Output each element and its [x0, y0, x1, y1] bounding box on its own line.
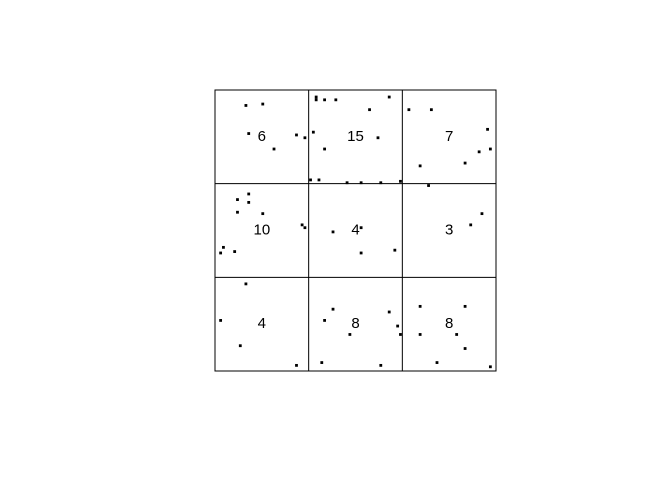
data-point — [418, 333, 422, 336]
data-point — [396, 324, 400, 328]
data-point — [236, 198, 239, 201]
data-point — [233, 250, 237, 253]
data-point — [427, 184, 430, 187]
data-point — [387, 95, 391, 99]
data-point — [379, 363, 383, 367]
data-point — [303, 136, 307, 140]
count-label: 15 — [347, 128, 364, 145]
data-point — [247, 132, 251, 135]
data-point — [418, 164, 422, 168]
data-point — [345, 181, 349, 185]
data-point — [219, 319, 223, 322]
data-point — [323, 319, 326, 322]
data-point — [323, 147, 326, 151]
data-point — [399, 179, 402, 183]
data-point — [247, 201, 251, 204]
count-label: 10 — [253, 221, 270, 238]
data-point — [348, 333, 352, 336]
data-point — [323, 98, 326, 102]
data-point — [261, 102, 265, 106]
data-point — [320, 361, 324, 364]
data-point — [435, 361, 439, 364]
count-label: 4 — [258, 315, 266, 332]
count-label: 4 — [351, 221, 359, 238]
quadrat-count-labels: 6 15 7 10 4 3 4 8 8 — [253, 128, 453, 332]
data-point — [314, 98, 318, 102]
data-point — [244, 104, 248, 107]
data-point — [334, 98, 338, 102]
data-point — [303, 226, 307, 230]
data-point — [429, 108, 433, 112]
data-point — [261, 212, 265, 216]
data-point — [463, 347, 467, 350]
data-point — [399, 333, 402, 336]
data-point — [295, 133, 298, 137]
data-point — [418, 304, 422, 308]
data-point — [376, 136, 380, 140]
data-point — [486, 127, 489, 131]
data-point — [477, 150, 481, 154]
count-label: 3 — [445, 221, 453, 238]
data-point — [317, 178, 321, 182]
data-point — [238, 344, 242, 348]
data-point — [359, 181, 363, 185]
count-label: 8 — [445, 315, 453, 332]
data-point — [480, 212, 484, 216]
data-point — [272, 147, 276, 151]
plot-border — [214, 89, 497, 372]
data-point — [393, 248, 397, 252]
count-label: 8 — [351, 315, 359, 332]
data-point — [244, 282, 248, 286]
data-point — [387, 310, 391, 314]
data-point — [463, 161, 467, 165]
point-pattern — [219, 95, 492, 369]
data-point — [331, 230, 335, 234]
data-point — [368, 108, 371, 112]
data-point — [379, 181, 383, 185]
data-point — [309, 178, 312, 182]
data-point — [311, 130, 315, 134]
data-point — [236, 210, 239, 214]
data-point — [488, 147, 492, 151]
data-point — [359, 226, 363, 230]
quadrat-grid — [214, 89, 497, 372]
count-label: 7 — [445, 128, 453, 145]
count-label: 6 — [258, 128, 266, 145]
data-point — [463, 304, 467, 308]
data-point — [295, 363, 298, 367]
data-point — [300, 223, 304, 227]
data-point — [219, 251, 223, 255]
data-point — [314, 95, 318, 99]
data-point — [407, 108, 411, 112]
data-point — [359, 251, 363, 255]
data-point — [247, 192, 251, 196]
data-point — [455, 333, 459, 336]
data-point — [488, 365, 492, 369]
data-point — [469, 223, 473, 227]
data-point — [331, 307, 335, 311]
data-point — [222, 245, 225, 249]
